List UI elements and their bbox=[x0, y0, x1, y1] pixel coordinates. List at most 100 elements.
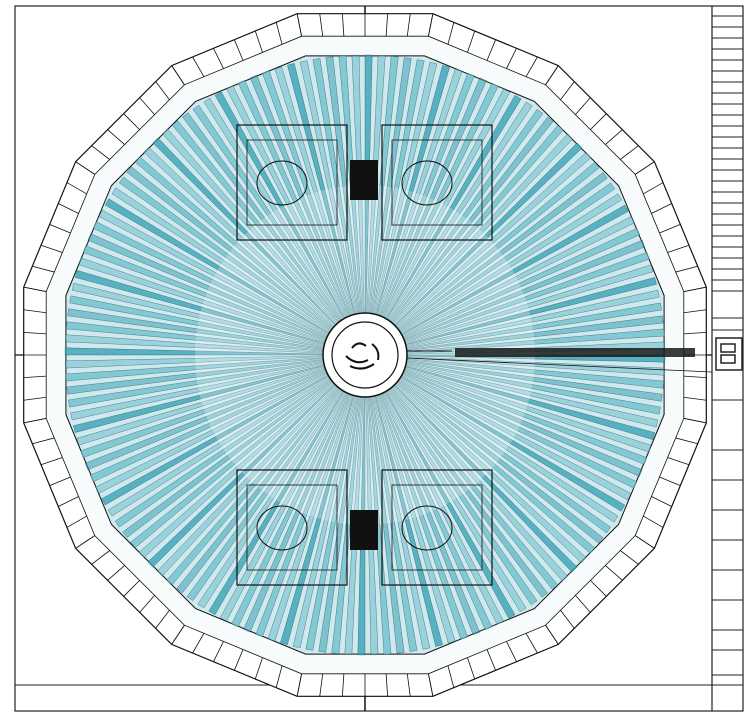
roof-panel-ray bbox=[364, 204, 629, 356]
perimeter-tick bbox=[590, 113, 607, 130]
title-block-stamp-mark-2 bbox=[720, 354, 736, 364]
roof-panel-ray bbox=[80, 354, 366, 458]
roof-panel-ray bbox=[156, 354, 366, 577]
perimeter-tick bbox=[560, 81, 575, 100]
roof-panel-ray bbox=[325, 56, 366, 356]
perimeter-tick bbox=[192, 56, 205, 77]
perimeter-tick bbox=[486, 649, 496, 671]
perimeter-tick bbox=[139, 97, 155, 115]
roof-panel-ray bbox=[65, 321, 366, 356]
perimeter-tick bbox=[447, 22, 455, 45]
roof-panel-ray bbox=[134, 156, 366, 356]
roof-panel-ray bbox=[92, 221, 366, 356]
roof-panel-ray bbox=[76, 354, 366, 446]
roof-panel-ray bbox=[70, 354, 366, 421]
room-outline bbox=[381, 124, 493, 241]
roof-panel-ray bbox=[364, 133, 574, 356]
room-fixture bbox=[401, 160, 453, 206]
perimeter-tick bbox=[385, 13, 389, 37]
perimeter-tick bbox=[23, 375, 47, 379]
service-core bbox=[350, 510, 378, 550]
roof-panel-ray bbox=[95, 354, 366, 494]
callout-label-bar bbox=[455, 348, 695, 357]
room-block bbox=[381, 469, 493, 586]
perimeter-tick bbox=[155, 81, 170, 100]
perimeter-tick bbox=[139, 595, 155, 613]
perimeter-tick bbox=[683, 331, 707, 335]
roof-panel-ray bbox=[364, 252, 650, 356]
roof-panel-ray bbox=[364, 354, 638, 489]
room-outline bbox=[236, 469, 348, 586]
roof-panel-ray bbox=[280, 354, 366, 645]
roof-panel-ray bbox=[364, 354, 548, 598]
perimeter-tick bbox=[667, 457, 690, 466]
roof-panel-ray bbox=[104, 198, 366, 356]
perimeter-tick bbox=[49, 476, 71, 486]
perimeter-tick bbox=[32, 265, 55, 273]
roof-panel-ray bbox=[192, 104, 366, 356]
room-blocks bbox=[236, 124, 493, 586]
roof-panel-ray bbox=[364, 59, 425, 356]
perimeter-tick bbox=[675, 265, 698, 273]
roof-panel-ray bbox=[364, 354, 480, 635]
perimeter-tick bbox=[659, 476, 681, 486]
perimeter-tick bbox=[58, 496, 79, 507]
roof-panel-ray bbox=[364, 216, 635, 356]
roof-panel-ray bbox=[364, 354, 418, 652]
perimeter-tick bbox=[659, 224, 681, 234]
roof-panel-ray bbox=[364, 354, 604, 544]
perimeter-tick bbox=[75, 535, 95, 549]
perimeter-tick bbox=[406, 13, 411, 37]
roof-panel-ray bbox=[73, 354, 366, 433]
perimeter-tick bbox=[40, 457, 63, 466]
roof-panel-ray bbox=[364, 161, 600, 356]
perimeter-tick bbox=[406, 673, 411, 697]
room-block bbox=[236, 469, 348, 586]
roof-panel-ray bbox=[64, 354, 366, 369]
perimeter-tick bbox=[605, 565, 623, 581]
perimeter-tick bbox=[171, 65, 185, 85]
roof-panel-ray bbox=[126, 166, 366, 356]
perimeter-tick bbox=[254, 657, 263, 680]
perimeter-tick bbox=[620, 550, 639, 565]
roof-panel-ray bbox=[287, 63, 366, 356]
perimeter-tick bbox=[605, 129, 623, 145]
perimeter-tick bbox=[545, 65, 559, 85]
roof-panel-ray bbox=[364, 354, 379, 656]
perimeter-tick bbox=[675, 437, 698, 445]
roof-panel-ray bbox=[364, 354, 626, 512]
roof-panel-ray bbox=[364, 65, 450, 356]
perimeter-tick bbox=[213, 641, 224, 662]
roof-panel-ray bbox=[274, 66, 366, 356]
roof-panel-ray bbox=[130, 354, 366, 549]
perimeter-tick bbox=[107, 129, 125, 145]
perimeter-tick bbox=[575, 97, 591, 115]
roof-panel-ray bbox=[364, 240, 645, 356]
roof-panel-ray bbox=[250, 75, 366, 356]
perimeter-tick bbox=[683, 286, 707, 292]
roof-panel-ray bbox=[182, 112, 366, 356]
roof-panel-ray bbox=[226, 85, 366, 356]
roof-panel-ray bbox=[147, 354, 366, 568]
roof-panel-ray bbox=[364, 354, 468, 640]
room-block bbox=[381, 124, 493, 241]
perimeter-tick bbox=[447, 665, 455, 688]
roof-panel-ray bbox=[357, 354, 366, 656]
roof-panel-ray bbox=[219, 354, 366, 622]
roof-panel-ray bbox=[364, 277, 657, 356]
perimeter-tick bbox=[91, 550, 110, 565]
roof-panel-ray bbox=[152, 137, 366, 356]
roof-panel-ray bbox=[364, 354, 665, 389]
roof-panel-ray bbox=[262, 70, 366, 356]
perimeter-tick bbox=[58, 203, 79, 214]
perimeter-tick bbox=[171, 625, 185, 645]
roof-panel-ray bbox=[87, 233, 366, 356]
roof-panel-ray bbox=[364, 72, 475, 356]
perimeter-tick bbox=[620, 145, 639, 160]
roof-panel-ray bbox=[364, 289, 660, 356]
perimeter-tick bbox=[296, 13, 302, 37]
roof-panel-ray bbox=[364, 172, 608, 356]
roof-panel-ray bbox=[162, 128, 366, 356]
